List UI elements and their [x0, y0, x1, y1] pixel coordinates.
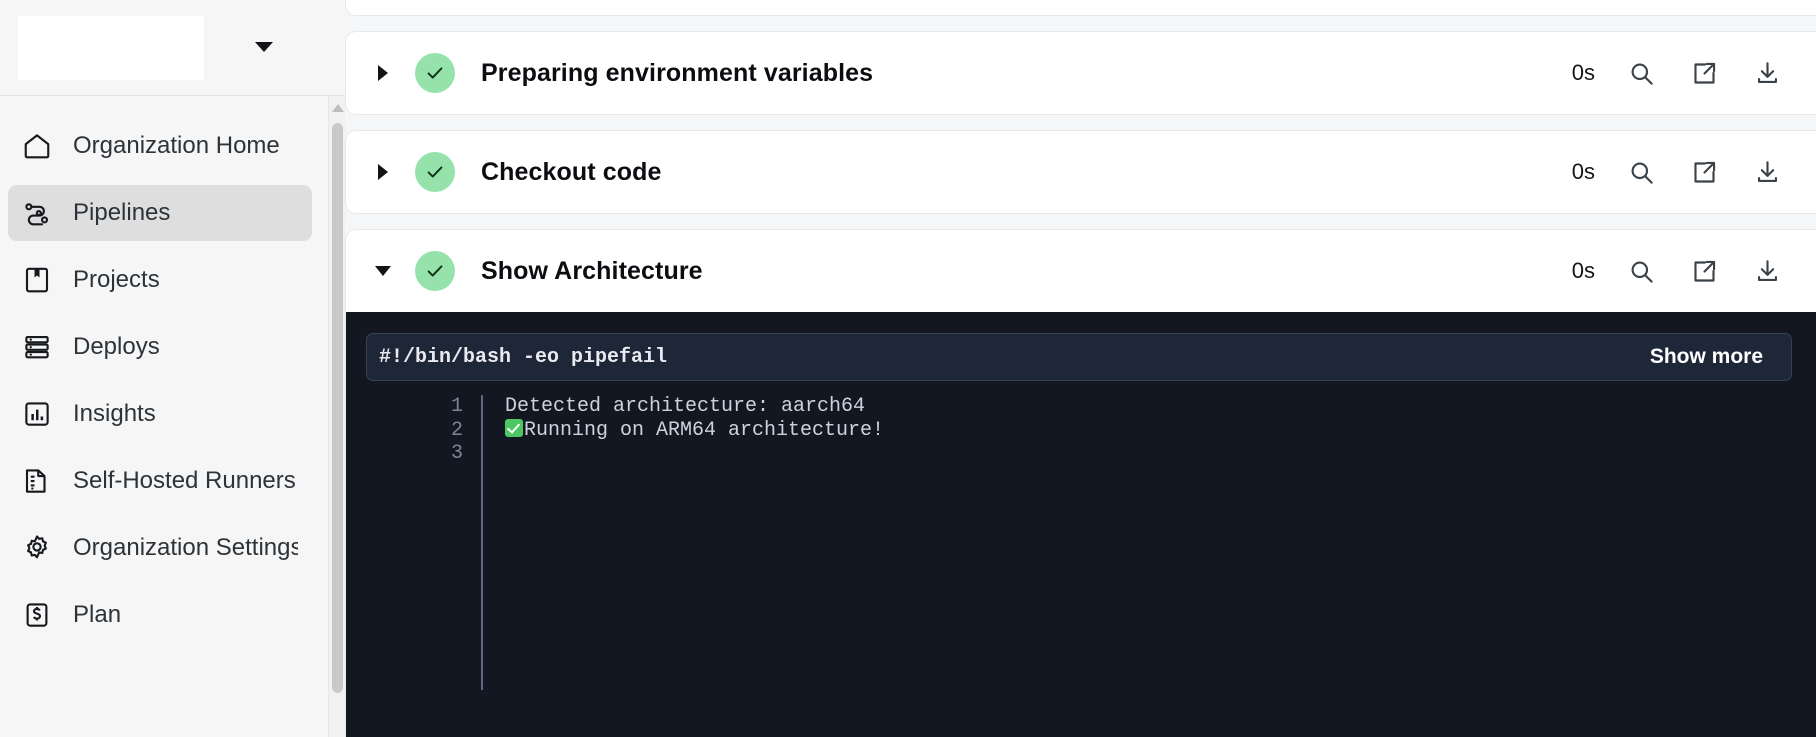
- step-card: Preparing environment variables 0s: [345, 31, 1816, 115]
- step-title: Show Architecture: [481, 256, 703, 285]
- download-icon[interactable]: [1750, 56, 1784, 90]
- step-duration: 0s: [1571, 159, 1595, 184]
- external-link-icon[interactable]: [1687, 155, 1721, 189]
- dollar-icon: [22, 600, 52, 630]
- search-icon[interactable]: [1624, 56, 1658, 90]
- gear-icon: [22, 533, 52, 563]
- bookmark-icon: [22, 265, 52, 295]
- log-gutter-rule: [481, 418, 483, 442]
- log-line-text: Detected architecture: aarch64: [505, 395, 866, 418]
- log-gutter-rule: [481, 442, 483, 466]
- log-line: 1 Detected architecture: aarch64: [346, 395, 1816, 419]
- check-circle-icon: [415, 152, 455, 192]
- sidebar-item-label: Pipelines: [73, 201, 171, 225]
- scroll-up-arrow-icon[interactable]: [332, 104, 344, 112]
- step-header[interactable]: Preparing environment variables 0s: [346, 32, 1816, 114]
- log-line-number: 3: [450, 442, 463, 465]
- sidebar-item-label: Organization Settings: [73, 536, 298, 560]
- sidebar-nav-list: Organization Home Pipelines: [0, 118, 330, 643]
- check-circle-icon: [415, 251, 455, 291]
- show-more-button[interactable]: Show more: [1649, 345, 1763, 368]
- search-icon[interactable]: [1624, 155, 1658, 189]
- check-circle-icon: [415, 53, 455, 93]
- sidebar-nav: Organization Home Pipelines: [0, 96, 345, 737]
- sidebar-item-projects[interactable]: Projects: [8, 252, 312, 308]
- log-output: 1 Detected architecture: aarch64 2 Runni…: [346, 395, 1816, 690]
- log-gutter-rule: [481, 395, 483, 419]
- org-switcher[interactable]: [0, 0, 345, 96]
- pipelines-icon: [22, 198, 52, 228]
- sidebar: Organization Home Pipelines: [0, 0, 345, 737]
- log-command-bar: #!/bin/bash -eo pipefail Show more: [366, 333, 1792, 381]
- step-title: Preparing environment variables: [481, 58, 874, 87]
- log-terminal: #!/bin/bash -eo pipefail Show more 1 Det…: [346, 312, 1816, 737]
- step-card-expanded: Show Architecture 0s: [345, 229, 1816, 737]
- log-line-text: Running on ARM64 architecture!: [524, 418, 885, 442]
- log-line: 2 Running on ARM64 architecture!: [346, 418, 1816, 443]
- log-line-number: 2: [450, 418, 463, 442]
- sidebar-scrollbar-thumb[interactable]: [332, 123, 343, 693]
- home-icon: [22, 131, 52, 161]
- chevron-down-icon[interactable]: [255, 42, 273, 52]
- sidebar-item-deploys[interactable]: Deploys: [8, 319, 312, 375]
- sidebar-item-label: Organization Home: [73, 134, 280, 158]
- disclosure-collapsed-icon[interactable]: [366, 65, 400, 81]
- step-card-partial-above: [345, 0, 1816, 16]
- sidebar-item-label: Self-Hosted Runners: [73, 469, 296, 493]
- main-content: Preparing environment variables 0s: [345, 0, 1816, 737]
- search-icon[interactable]: [1624, 254, 1658, 288]
- sidebar-scrollbar[interactable]: [328, 96, 345, 737]
- log-empty-area: [346, 465, 1816, 690]
- sidebar-item-insights[interactable]: Insights: [8, 386, 312, 442]
- log-line: 3: [346, 442, 1816, 466]
- step-actions: 0s: [1572, 254, 1796, 288]
- sidebar-item-label: Plan: [73, 603, 122, 627]
- step-actions: 0s: [1572, 56, 1796, 90]
- org-logo: [18, 15, 204, 80]
- sidebar-item-label: Insights: [73, 402, 156, 426]
- sidebar-item-organization-home[interactable]: Organization Home: [8, 118, 312, 174]
- log-command: #!/bin/bash -eo pipefail: [379, 345, 668, 369]
- log-line-text-wrapper: Running on ARM64 architecture!: [483, 418, 885, 443]
- step-card: Checkout code 0s: [345, 130, 1816, 214]
- sidebar-item-pipelines[interactable]: Pipelines: [8, 185, 312, 241]
- disclosure-expanded-icon[interactable]: [366, 266, 400, 276]
- white-check-mark-emoji: [505, 418, 523, 437]
- step-header[interactable]: Show Architecture 0s: [346, 230, 1816, 312]
- log-gutter-rule: [481, 465, 483, 690]
- sidebar-item-label: Deploys: [73, 335, 160, 359]
- download-icon[interactable]: [1750, 155, 1784, 189]
- sidebar-item-label: Projects: [73, 268, 160, 292]
- step-title: Checkout code: [481, 157, 662, 186]
- step-duration: 0s: [1571, 258, 1595, 283]
- log-line-number: 1: [450, 395, 463, 418]
- sidebar-item-plan[interactable]: Plan: [8, 587, 312, 643]
- server-stack-icon: [22, 332, 52, 362]
- step-header[interactable]: Checkout code 0s: [346, 131, 1816, 213]
- external-link-icon[interactable]: [1687, 56, 1721, 90]
- document-runner-icon: [22, 466, 52, 496]
- disclosure-collapsed-icon[interactable]: [366, 164, 400, 180]
- sidebar-item-organization-settings[interactable]: Organization Settings: [8, 520, 312, 576]
- bar-chart-icon: [22, 399, 52, 429]
- step-actions: 0s: [1572, 155, 1796, 189]
- step-duration: 0s: [1571, 60, 1595, 85]
- download-icon[interactable]: [1750, 254, 1784, 288]
- external-link-icon[interactable]: [1687, 254, 1721, 288]
- sidebar-item-self-hosted-runners[interactable]: Self-Hosted Runners: [8, 453, 312, 509]
